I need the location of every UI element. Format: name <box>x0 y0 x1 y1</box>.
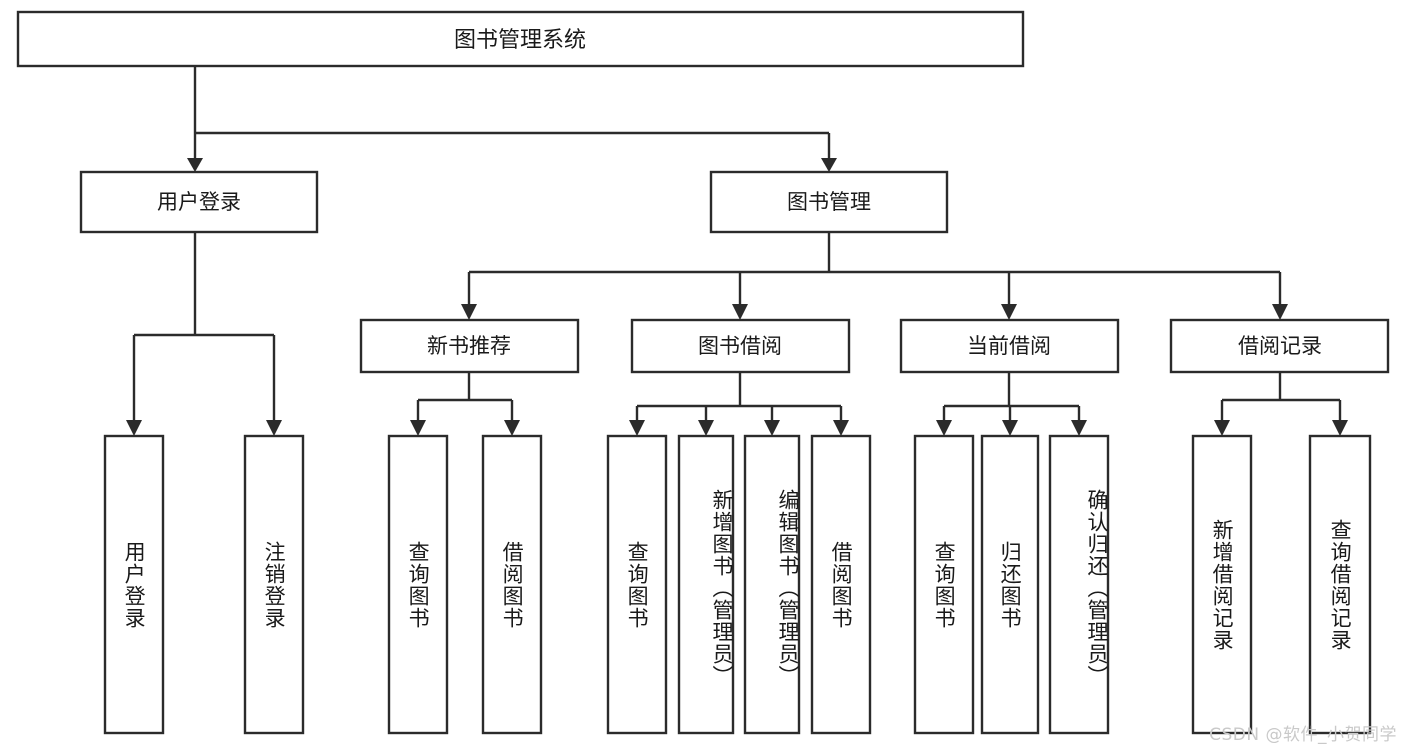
node-current-borrow-rect[interactable] <box>899 318 1120 374</box>
node-current-borrow-label: 当前借阅 <box>967 334 1051 358</box>
connectors-layer <box>126 66 1348 436</box>
node-root-label: 图书管理系统 <box>454 28 586 53</box>
arrow-current-borrow-leaf-2 <box>1002 420 1018 436</box>
nodes-layer: 图书管理系统 用户登录 图书管理 新书推荐 图书借阅 当前 <box>16 10 1390 735</box>
arrow-to-book-borrow <box>732 304 748 320</box>
arrow-user-login-leaf-2 <box>266 420 282 436</box>
arrow-borrow-record-leaf-2 <box>1332 420 1348 436</box>
leaf-box-current-borrow-3[interactable] <box>1048 434 1110 735</box>
arrow-to-book-manage <box>821 158 837 172</box>
node-book-manage-rect[interactable] <box>709 170 949 234</box>
leaf-box-new-book-1[interactable] <box>387 434 449 735</box>
leaf-box-book-borrow-4[interactable] <box>810 434 872 735</box>
node-book-borrow[interactable]: 图书借阅 <box>630 318 851 374</box>
arrow-to-current-borrow <box>1001 304 1017 320</box>
arrow-book-borrow-leaf-3 <box>764 420 780 436</box>
watermark-text: CSDN @软件_小贺同学 <box>1209 725 1397 745</box>
arrow-new-book-leaf-1 <box>410 420 426 436</box>
arrow-current-borrow-leaf-1 <box>936 420 952 436</box>
leaf-box-new-book-2[interactable] <box>481 434 543 735</box>
node-borrow-record[interactable]: 借阅记录 <box>1169 318 1390 374</box>
leaf-box-borrow-record-2[interactable] <box>1308 434 1372 735</box>
node-borrow-record-rect[interactable] <box>1169 318 1390 374</box>
node-new-book-recommend-label: 新书推荐 <box>427 334 511 358</box>
node-new-book-recommend-rect[interactable] <box>359 318 580 374</box>
leaf-box-user-login-2[interactable] <box>243 434 305 735</box>
arrow-book-borrow-leaf-4 <box>833 420 849 436</box>
arrow-to-user-login <box>187 158 203 172</box>
arrow-user-login-leaf-1 <box>126 420 142 436</box>
node-user-login-rect[interactable] <box>79 170 319 234</box>
leaf-box-book-borrow-1[interactable] <box>606 434 668 735</box>
leaf-box-book-borrow-3[interactable] <box>743 434 801 735</box>
leaf-box-current-borrow-2[interactable] <box>980 434 1040 735</box>
leaf-box-user-login-1[interactable] <box>103 434 165 735</box>
node-book-manage-label: 图书管理 <box>787 190 871 214</box>
node-user-login[interactable]: 用户登录 <box>79 170 319 234</box>
leaf-box-borrow-record-1[interactable] <box>1191 434 1253 735</box>
node-root-rect[interactable] <box>16 10 1025 68</box>
arrow-book-borrow-leaf-2 <box>698 420 714 436</box>
node-book-borrow-label: 图书借阅 <box>698 334 782 358</box>
arrow-current-borrow-leaf-3 <box>1071 420 1087 436</box>
node-root[interactable]: 图书管理系统 <box>16 10 1025 68</box>
leaf-box-book-borrow-2[interactable] <box>677 434 735 735</box>
arrow-book-borrow-leaf-1 <box>629 420 645 436</box>
arrow-new-book-leaf-2 <box>504 420 520 436</box>
node-book-borrow-rect[interactable] <box>630 318 851 374</box>
arrow-borrow-record-leaf-1 <box>1214 420 1230 436</box>
leaf-box-current-borrow-1[interactable] <box>913 434 975 735</box>
node-new-book-recommend[interactable]: 新书推荐 <box>359 318 580 374</box>
node-borrow-record-label: 借阅记录 <box>1238 334 1322 358</box>
node-book-manage[interactable]: 图书管理 <box>709 170 949 234</box>
node-current-borrow[interactable]: 当前借阅 <box>899 318 1120 374</box>
arrow-to-new-book <box>461 304 477 320</box>
arrow-to-borrow-record <box>1272 304 1288 320</box>
node-user-login-label: 用户登录 <box>157 190 241 214</box>
